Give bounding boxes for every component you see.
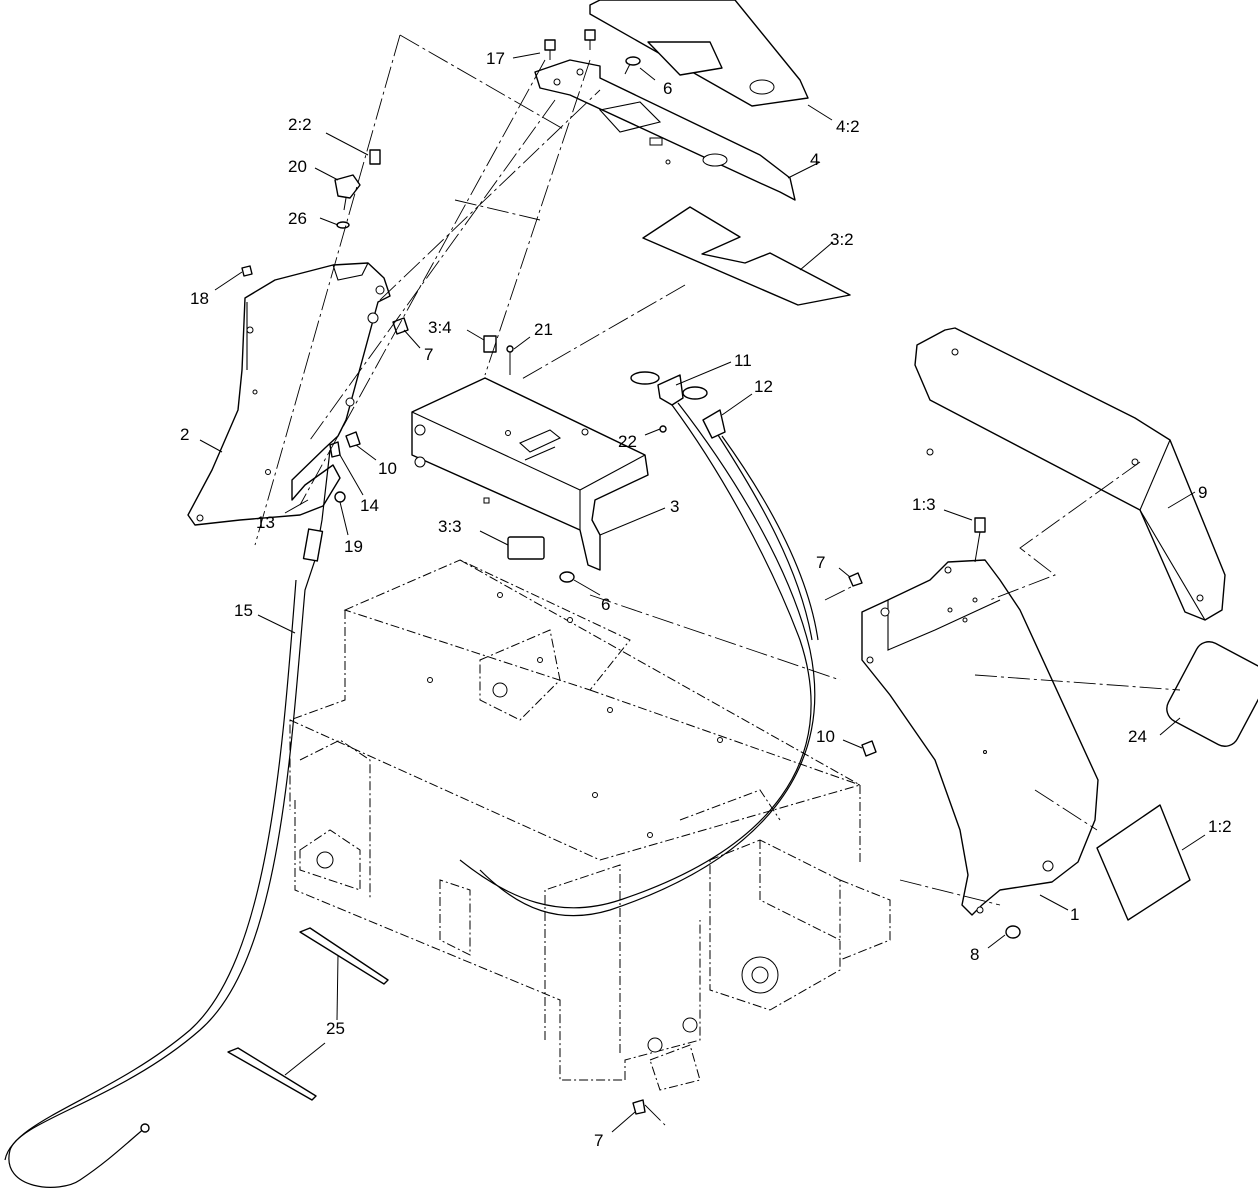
phantom-lines bbox=[254, 34, 1181, 1126]
callout-18: 18 bbox=[190, 289, 209, 308]
callout-10-right: 10 bbox=[816, 727, 835, 746]
hardware bbox=[241, 29, 1021, 1115]
switches bbox=[630, 371, 726, 439]
callout-4-2: 4:2 bbox=[836, 117, 860, 136]
callout-22: 22 bbox=[618, 432, 637, 451]
callout-24: 24 bbox=[1128, 727, 1147, 746]
callout-14: 14 bbox=[360, 496, 379, 515]
callout-6-top: 6 bbox=[663, 79, 672, 98]
callout-3: 3 bbox=[670, 497, 679, 516]
decal-24 bbox=[1166, 641, 1258, 747]
callout-10-left: 10 bbox=[378, 459, 397, 478]
callout-12: 12 bbox=[754, 377, 773, 396]
console-3 bbox=[411, 377, 649, 571]
panel-9 bbox=[914, 327, 1226, 621]
callout-labels: 17 6 4:2 2:2 4 20 26 3:2 18 3:4 21 7 11 … bbox=[180, 49, 1232, 1150]
callout-21: 21 bbox=[534, 320, 553, 339]
decal-4-2 bbox=[589, 0, 809, 107]
callout-2-2: 2:2 bbox=[288, 115, 312, 134]
callout-25: 25 bbox=[326, 1019, 345, 1038]
callout-3-4: 3:4 bbox=[428, 318, 452, 337]
callout-20: 20 bbox=[288, 157, 307, 176]
callout-7-right: 7 bbox=[816, 553, 825, 572]
callout-15: 15 bbox=[234, 601, 253, 620]
callout-1-3: 1:3 bbox=[912, 495, 936, 514]
callout-6-lower: 6 bbox=[601, 595, 610, 614]
cable-ties bbox=[227, 927, 389, 1101]
decal-3-2 bbox=[642, 206, 851, 306]
callout-13: 13 bbox=[256, 513, 275, 532]
callout-1-2: 1:2 bbox=[1208, 817, 1232, 836]
decal-1-2 bbox=[1096, 804, 1191, 921]
callout-17: 17 bbox=[486, 49, 505, 68]
bracket-1 bbox=[861, 559, 1099, 916]
callout-7-bottom: 7 bbox=[594, 1131, 603, 1150]
callout-19: 19 bbox=[344, 537, 363, 556]
callout-11: 11 bbox=[734, 351, 752, 370]
cables bbox=[4, 402, 819, 1188]
callout-8: 8 bbox=[970, 945, 979, 964]
callout-4: 4 bbox=[810, 150, 819, 169]
callout-1: 1 bbox=[1070, 905, 1079, 924]
callout-3-3: 3:3 bbox=[438, 517, 462, 536]
callout-9: 9 bbox=[1198, 483, 1207, 502]
callout-7-left: 7 bbox=[424, 345, 433, 364]
callout-3-2: 3:2 bbox=[830, 230, 854, 249]
callout-26: 26 bbox=[288, 209, 307, 228]
bracket-2 bbox=[187, 262, 391, 526]
decal-3-3 bbox=[507, 536, 545, 560]
callout-2: 2 bbox=[180, 425, 189, 444]
leader-lines bbox=[199, 52, 1206, 1133]
mounting-plate-4 bbox=[534, 59, 796, 201]
machine-frame bbox=[289, 559, 891, 1091]
